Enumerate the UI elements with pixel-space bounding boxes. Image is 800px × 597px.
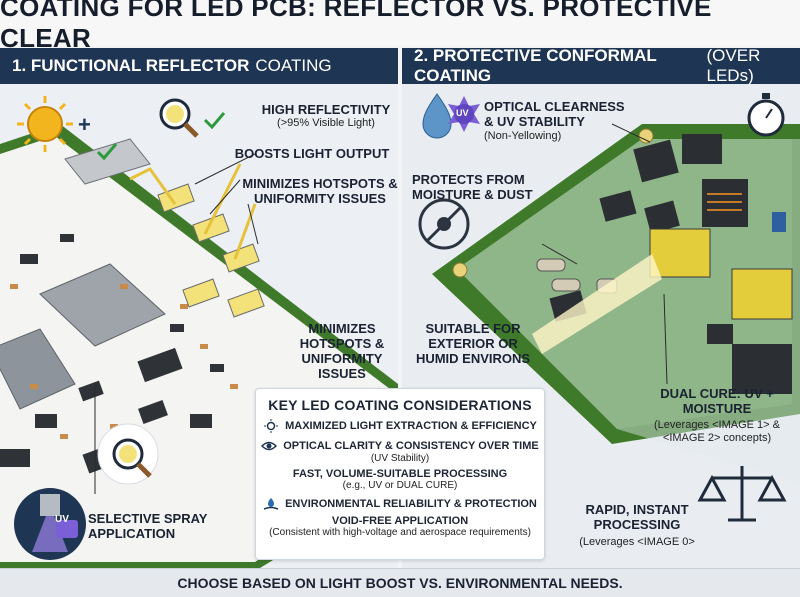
right-heading-light: (OVER LEDs)	[706, 46, 761, 85]
consideration-item: ENVIRONMENTAL RELIABILITY & PROTECTION	[256, 497, 544, 511]
consideration-label: FAST, VOLUME-SUITABLE PROCESSING	[292, 468, 508, 480]
uv-badge-icon	[448, 96, 480, 132]
clarity-sub: (Non-Yellowing)	[484, 130, 562, 142]
left-heading-bold: 1. FUNCTIONAL REFLECTOR	[12, 56, 250, 75]
consideration-item: VOID-FREE APPLICATION	[256, 515, 544, 527]
right-heading-bold: 2. PROTECTIVE CONFORMAL COATING	[414, 46, 657, 85]
clarity-label: OPTICAL CLEARNESS & UV STABILITY	[484, 99, 625, 129]
page-title: COATING FOR LED PCB: REFLECTOR VS. PROTE…	[0, 0, 800, 53]
reflectivity-label: HIGH REFLECTIVITY	[261, 102, 391, 117]
moisture-label: PROTECTS FROM MOISTURE & DUST	[412, 172, 533, 202]
stopwatch-icon	[747, 93, 785, 137]
consideration-label: OPTICAL CLARITY & CONSISTENCY OVER TIME	[283, 440, 539, 452]
sun-icon	[264, 419, 279, 433]
dual-cure-label: DUAL CURE: UV + MOISTURE	[660, 386, 774, 416]
check-icon	[203, 112, 226, 130]
protective-panel: UV OPTICAL CLEARNESS & UV STABILITY (Non…	[402, 84, 800, 568]
boost-label: BOOSTS LIGHT OUTPUT	[234, 146, 390, 161]
consideration-note: (e.g., UV or DUAL CURE)	[342, 480, 458, 491]
left-section-heading: 1. FUNCTIONAL REFLECTOR COATING	[0, 48, 398, 84]
considerations-title: KEY LED COATING CONSIDERATIONS	[268, 397, 532, 413]
consideration-item: FAST, VOLUME-SUITABLE PROCESSING	[256, 468, 544, 480]
exterior-label: SUITABLE FOR EXTERIOR OR HUMID ENVIRONS	[415, 321, 531, 366]
reflectivity-sub: (>95% Visible Light)	[277, 117, 375, 129]
consideration-note: (UV Stability)	[370, 453, 430, 464]
hand-shield-icon	[263, 498, 279, 510]
no-dust-icon	[418, 198, 470, 250]
consideration-note: (Consistent with high-voltage and aerosp…	[269, 527, 531, 538]
droplet-icon	[422, 93, 452, 139]
footer-banner: CHOOSE BASED ON LIGHT BOOST VS. ENVIRONM…	[0, 568, 800, 597]
sun-icon	[17, 96, 73, 152]
left-heading-light: COATING	[255, 56, 332, 75]
consideration-item: MAXIMIZED LIGHT EXTRACTION & EFFICIENCY	[256, 419, 544, 433]
considerations-box: KEY LED COATING CONSIDERATIONS MAXIMIZED…	[255, 388, 545, 560]
consideration-item: OPTICAL CLARITY & CONSISTENCY OVER TIME	[256, 439, 544, 453]
spray-label: SELECTIVE SPRAY APPLICATION	[88, 511, 208, 541]
rapid-sub: (Leverages <IMAGE 0>	[579, 536, 695, 548]
consideration-label: MAXIMIZED LIGHT EXTRACTION & EFFICIENCY	[285, 420, 537, 432]
spray-nozzle-icon	[14, 488, 86, 560]
consideration-label: VOID-FREE APPLICATION	[331, 515, 469, 527]
balance-scale-icon	[697, 466, 787, 522]
right-section-heading: 2. PROTECTIVE CONFORMAL COATING (OVER LED…	[402, 46, 800, 85]
consideration-label: ENVIRONMENTAL RELIABILITY & PROTECTION	[285, 498, 537, 510]
eye-icon	[261, 441, 278, 451]
magnifier-icon	[159, 98, 199, 138]
rapid-label: RAPID, INSTANT PROCESSING	[585, 502, 689, 532]
hotspots-label-top: MINIMIZES HOTSPOTS & UNIFORMITY ISSUES	[242, 176, 398, 206]
uv-badge-label: UV	[456, 108, 469, 118]
hotspots-label-bottom: MINIMIZES HOTSPOTS & UNIFORMITY ISSUES	[299, 321, 385, 381]
magnifier-icon	[97, 423, 159, 485]
uv-badge: UV	[55, 514, 69, 525]
protective-pcb-illustration	[418, 93, 800, 522]
dual-cure-sub: (Leverages <IMAGE 1> & <IMAGE 2> concept…	[654, 419, 780, 444]
svg-text:+: +	[78, 112, 91, 137]
